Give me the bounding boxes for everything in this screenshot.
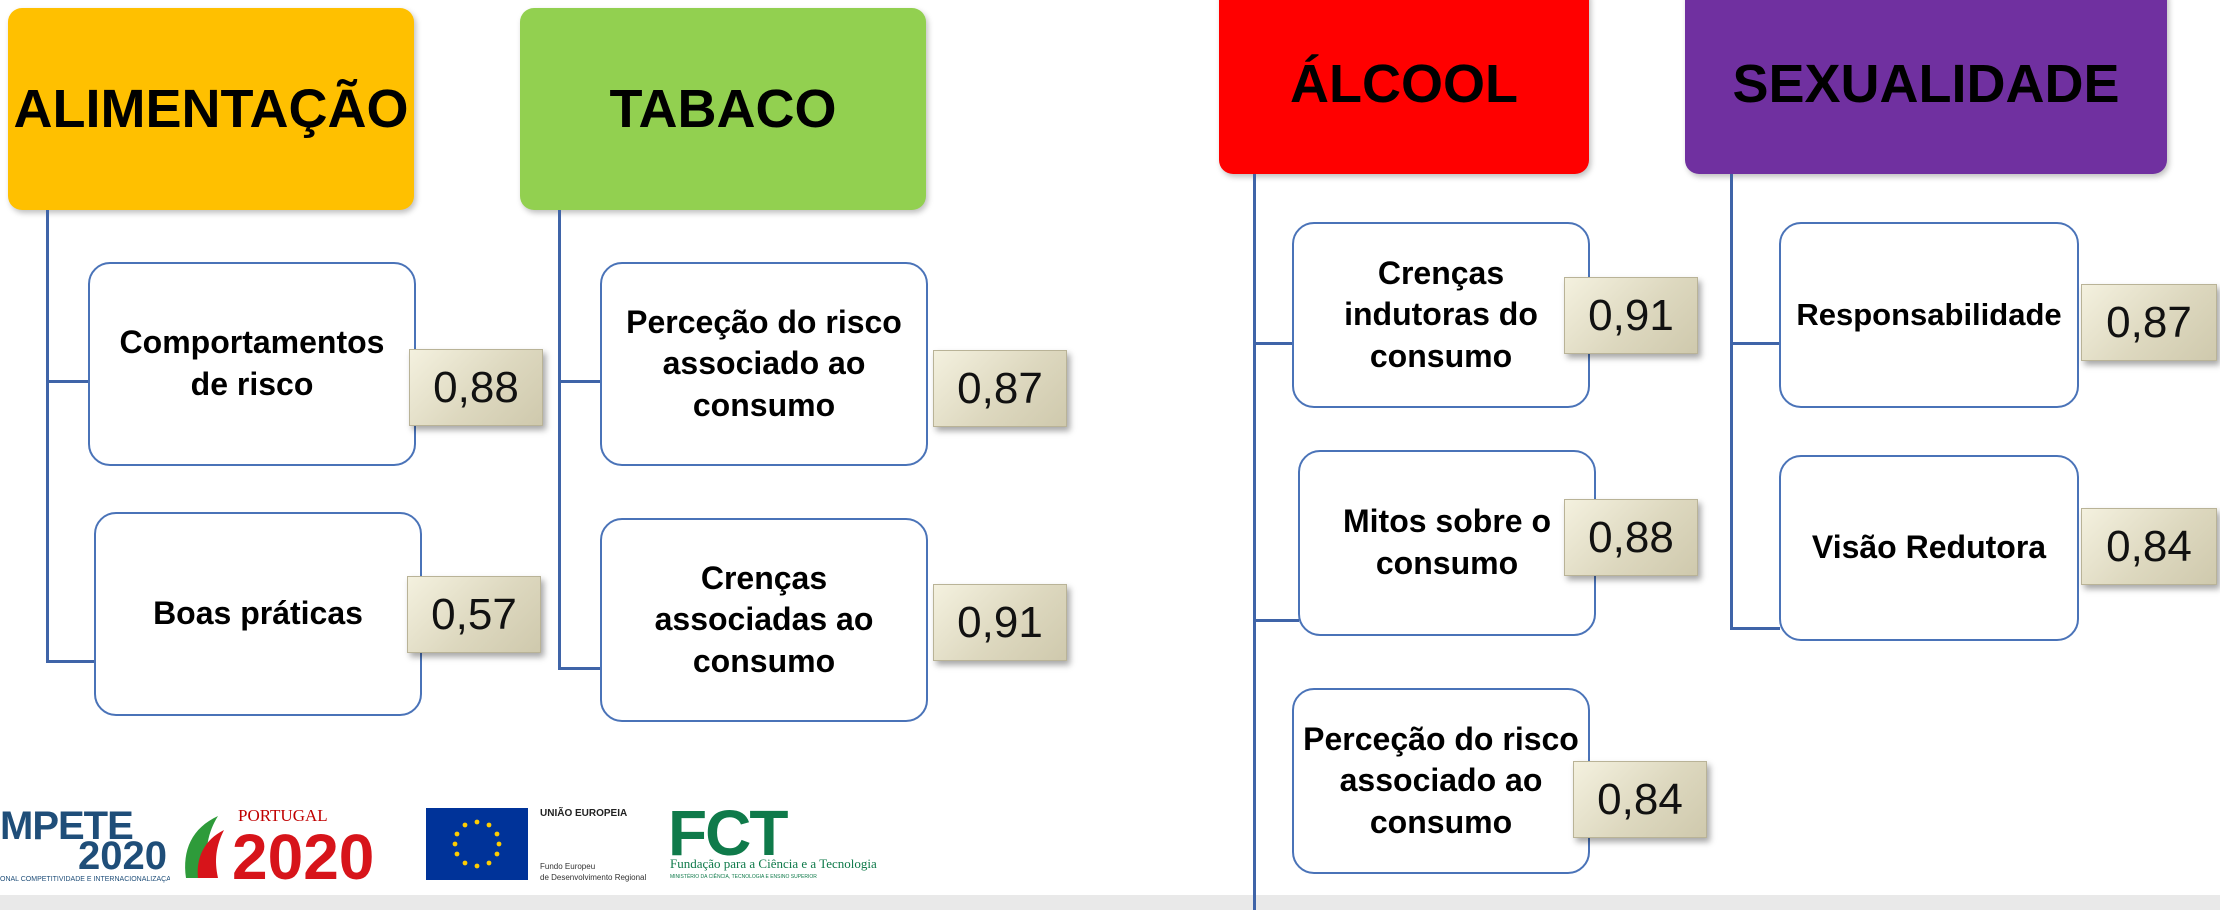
category-alcool: ÁLCOOL <box>1219 0 1589 174</box>
logo-compete2020: MPETE 2020 ONAL COMPETITIVIDADE E INTERN… <box>0 800 170 890</box>
subcategory-box: Crenças associadas ao consumo <box>600 518 928 722</box>
logo-compete-small: ONAL COMPETITIVIDADE E INTERNACIONALIZAÇ… <box>0 876 170 883</box>
value-badge: 0,87 <box>933 350 1067 427</box>
connector-line <box>46 660 94 663</box>
connector-line <box>558 380 600 383</box>
logo-fct-text: FCT <box>668 797 788 869</box>
subcategory-box: Comportamentos de risco <box>88 262 416 466</box>
subcategory-box: Responsabilidade <box>1779 222 2079 408</box>
value-badge: 0,91 <box>1564 277 1698 354</box>
value-badge: 0,88 <box>1564 499 1698 576</box>
value-badge: 0,84 <box>2081 508 2217 585</box>
value-badge: 0,84 <box>1573 761 1707 838</box>
logo-fct-small: MINISTÉRIO DA CIÊNCIA, TECNOLOGIA E ENSI… <box>670 874 817 880</box>
portugal-flag-icon <box>185 816 224 878</box>
connector-line <box>1253 174 1256 910</box>
bottom-bar <box>0 895 2220 910</box>
subcategory-box: Mitos sobre o consumo <box>1298 450 1596 636</box>
connector-line <box>1253 619 1299 622</box>
connector-line <box>1253 893 1256 910</box>
connector-line <box>1730 342 1780 345</box>
logo-eu-fund2: de Desenvolvimento Regional <box>540 873 647 882</box>
connector-line <box>558 667 600 670</box>
connector-line <box>558 210 561 670</box>
subcategory-box: Perceção do risco associado ao consumo <box>1292 688 1590 874</box>
value-badge: 0,91 <box>933 584 1067 661</box>
logo-eu-fund: Fundo Europeu <box>540 862 596 871</box>
value-badge: 0,57 <box>407 576 541 653</box>
subcategory-box: Crenças indutoras do consumo <box>1292 222 1590 408</box>
connector-line <box>46 380 88 383</box>
eu-flag-icon <box>426 808 528 880</box>
logo-compete-text: MPETE <box>0 804 134 848</box>
logo-fct-name: Fundação para a Ciência e a Tecnologia <box>670 856 877 871</box>
logo-compete-year: 2020 <box>78 834 167 878</box>
category-alimentacao: ALIMENTAÇÃO <box>8 8 414 210</box>
subcategory-box: Boas práticas <box>94 512 422 716</box>
value-badge: 0,88 <box>409 349 543 426</box>
subcategory-box: Perceção do risco associado ao consumo <box>600 262 928 466</box>
value-badge: 0,87 <box>2081 284 2217 361</box>
connector-line <box>46 210 49 662</box>
category-tabaco: TABACO <box>520 8 926 210</box>
logo-eu-title: UNIÃO EUROPEIA <box>540 808 628 819</box>
logo-portugal-year: 2020 <box>232 821 375 893</box>
connector-line <box>1730 174 1733 630</box>
logo-uniao-europeia: UNIÃO EUROPEIA Fundo Europeu de Desenvol… <box>426 806 666 886</box>
subcategory-box: Visão Redutora <box>1779 455 2079 641</box>
connector-line <box>1253 342 1293 345</box>
connector-line <box>1730 627 1780 630</box>
logo-portugal2020: PORTUGAL 2020 <box>178 800 414 893</box>
logo-portugal-text: PORTUGAL <box>238 806 328 825</box>
category-sexualidade: SEXUALIDADE <box>1685 0 2167 174</box>
logo-fct: FCT Fundação para a Ciência e a Tecnolog… <box>668 797 898 890</box>
